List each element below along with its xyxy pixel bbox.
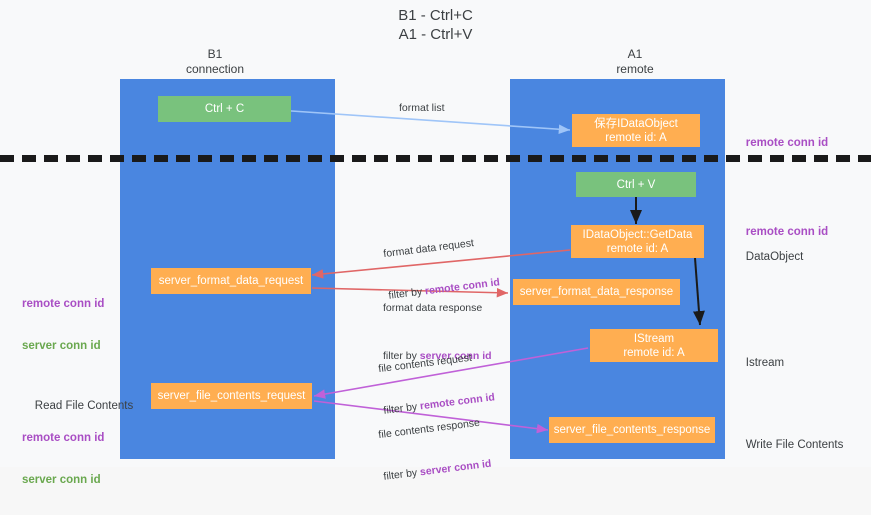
annotation-read-file-contents-label: Read File Contents bbox=[34, 400, 134, 412]
node-server-format-data-request-label: server_format_data_request bbox=[158, 275, 304, 287]
annotation-read-file-contents: Read File Contents bbox=[22, 385, 133, 427]
annotation-left-remote-conn-id-2: remote conn id bbox=[22, 432, 105, 444]
edge-label-format-data-response-line2: filter by server conn id bbox=[383, 349, 492, 363]
filter-key-server-conn-id: server conn id bbox=[419, 350, 492, 362]
edge-label-file-contents-request-line1: file contents request bbox=[377, 351, 473, 376]
node-server-format-data-request[interactable]: server_format_data_request bbox=[151, 268, 311, 294]
diagram-title: B1 - Ctrl+C A1 - Ctrl+V bbox=[398, 7, 473, 43]
annotation-dataobject-label: DataObject bbox=[745, 251, 804, 263]
node-server-file-contents-request[interactable]: server_file_contents_request bbox=[151, 383, 312, 409]
annotation-remote-conn-id-top: remote conn id bbox=[733, 122, 828, 164]
node-ctrl-v-label: Ctrl + V bbox=[616, 178, 656, 191]
node-server-format-data-response-label: server_format_data_response bbox=[519, 286, 674, 298]
edge-label-file-contents-response-line1: file contents response bbox=[377, 416, 481, 442]
node-ctrl-c-label: Ctrl + C bbox=[204, 103, 245, 115]
node-save-idataobject-label: 保存IDataObject remote id: A bbox=[594, 117, 678, 144]
edge-label-format-data-response-line1: format data response bbox=[383, 302, 483, 314]
annotation-left-server-conn-id-2: server conn id bbox=[22, 474, 101, 486]
node-idataobject-getdata-label: IDataObject::GetData remote id: A bbox=[582, 228, 693, 255]
filter-by-prefix: filter by bbox=[383, 350, 420, 362]
node-server-format-data-response[interactable]: server_format_data_response bbox=[513, 279, 680, 305]
node-server-file-contents-response-label: server_file_contents_response bbox=[553, 424, 711, 436]
diagram-canvas: B1 - Ctrl+C A1 - Ctrl+V B1 connection A1… bbox=[0, 7, 871, 486]
filter-by-prefix: filter by bbox=[382, 466, 421, 483]
annotation-write-file-contents-label: Write File Contents bbox=[745, 439, 844, 451]
node-idataobject-getdata[interactable]: IDataObject::GetData remote id: A bbox=[571, 225, 704, 258]
edge-label-file-contents-response-line2: filter by server conn id bbox=[383, 457, 492, 484]
node-istream[interactable]: IStream remote id: A bbox=[590, 329, 718, 362]
annotation-remote-conn-id-top-label: remote conn id bbox=[745, 137, 829, 149]
annotation-remote-conn-id-mid: remote conn id bbox=[733, 211, 828, 253]
annotation-remote-conn-id-mid-label: remote conn id bbox=[745, 226, 829, 238]
annotation-left-conn-ids-file: remote conn id server conn id bbox=[22, 403, 104, 515]
edge-label-format-data-response: format data response filter by server co… bbox=[383, 273, 492, 391]
node-ctrl-c[interactable]: Ctrl + C bbox=[158, 96, 291, 122]
annotation-left-server-conn-id: server conn id bbox=[22, 340, 101, 352]
annotation-istream: Istream bbox=[733, 342, 784, 384]
node-server-file-contents-response[interactable]: server_file_contents_response bbox=[549, 417, 715, 443]
edge-label-format-list: format list bbox=[399, 102, 445, 114]
column-header-b1: B1 connection bbox=[185, 47, 245, 76]
annotation-dataobject: DataObject bbox=[733, 236, 804, 278]
node-ctrl-v[interactable]: Ctrl + V bbox=[576, 172, 696, 197]
column-header-a1: A1 remote bbox=[616, 47, 654, 76]
filter-key-server-conn-id: server conn id bbox=[419, 457, 493, 479]
annotation-left-conn-ids-format: remote conn id server conn id bbox=[22, 269, 104, 381]
node-istream-label: IStream remote id: A bbox=[623, 332, 685, 359]
annotation-write-file-contents: Write File Contents bbox=[733, 424, 844, 466]
annotation-istream-label: Istream bbox=[745, 357, 785, 369]
node-save-idataobject[interactable]: 保存IDataObject remote id: A bbox=[572, 114, 700, 147]
annotation-left-remote-conn-id: remote conn id bbox=[22, 298, 105, 310]
edge-label-file-contents-response: file contents response filter by server … bbox=[374, 387, 495, 511]
phase-divider bbox=[0, 155, 871, 162]
edge-label-format-data-request-line1: format data request bbox=[382, 237, 475, 261]
node-server-file-contents-request-label: server_file_contents_request bbox=[157, 390, 306, 402]
